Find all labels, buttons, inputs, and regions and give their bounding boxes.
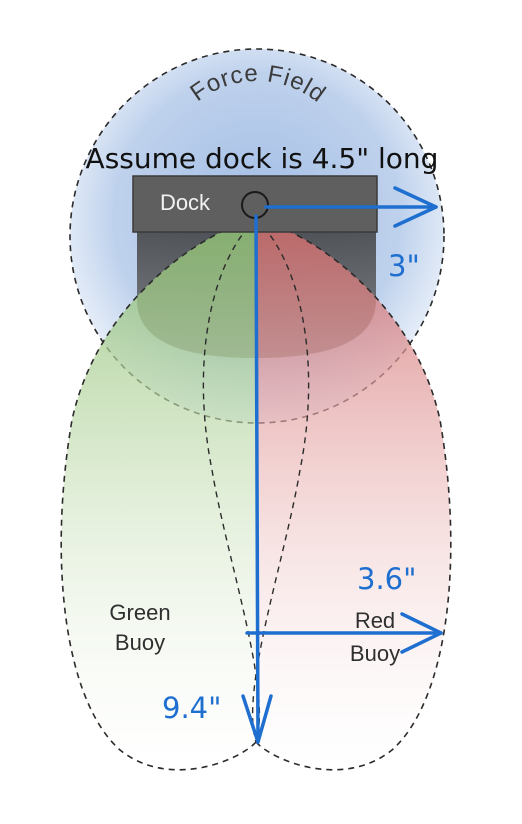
force-field-radius-arrowhead: [393, 186, 438, 228]
green-zone-inner-edge: [252, 218, 310, 743]
buoy-length-arrowhead: [241, 694, 273, 744]
red-buoy-label-line1: Red: [355, 608, 395, 633]
dock-center-marker: [241, 191, 269, 219]
force-field-radius-label: 3": [388, 249, 420, 283]
buoy-half-width-label: 3.6": [357, 562, 416, 596]
red-buoy-label-line2: Buoy: [350, 641, 400, 666]
buoy-length-arrow: [254, 214, 260, 744]
buoy-length-label: 9.4": [162, 691, 221, 725]
red-zone-inner-edge: [202, 218, 260, 743]
buoy-width-arrowhead: [400, 612, 443, 654]
dock-label: Dock: [160, 190, 211, 215]
green-buoy-label-line1: Green: [109, 600, 170, 625]
assumption-note: Assume dock is 4.5" long: [86, 142, 439, 175]
measure-arrows: [241, 186, 443, 744]
green-buoy-label-line2: Buoy: [115, 630, 165, 655]
green-buoy-zone: [61, 219, 257, 770]
